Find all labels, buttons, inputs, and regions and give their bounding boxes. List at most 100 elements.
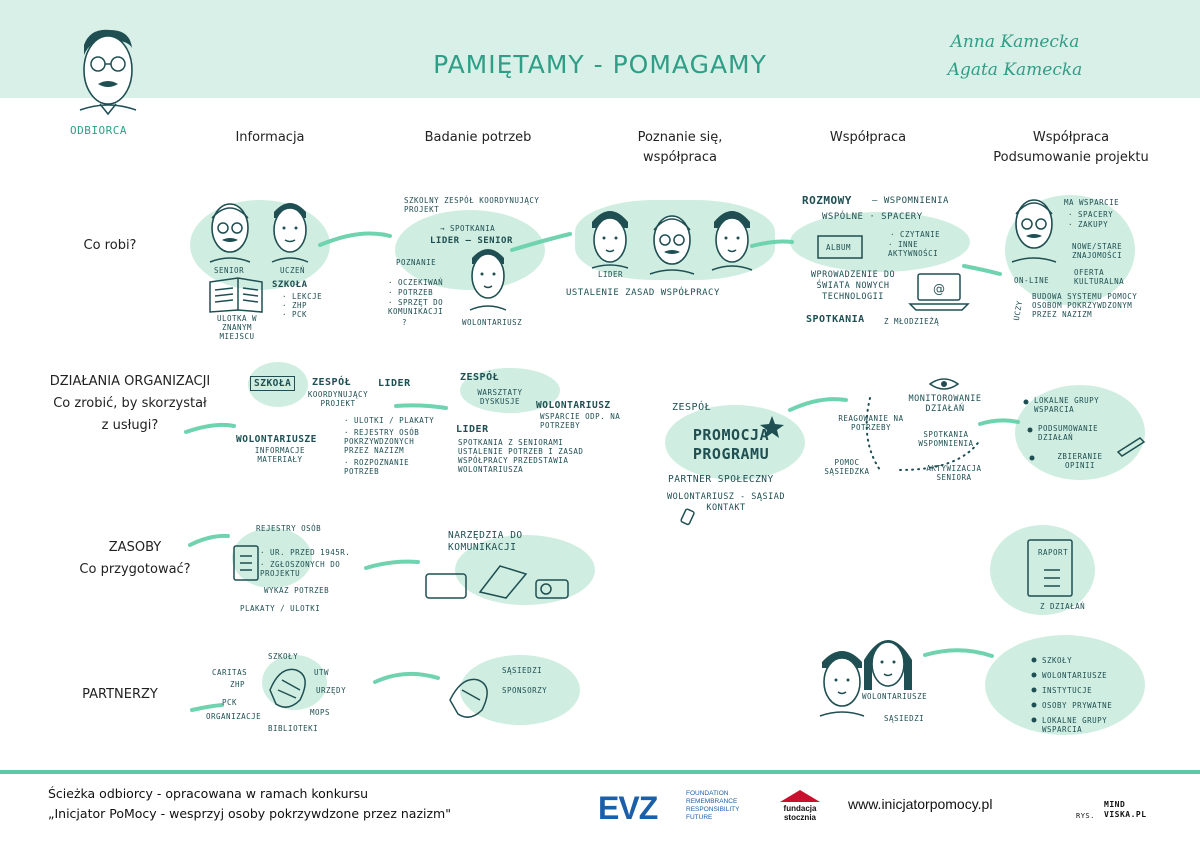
row4-volunteers: WOLONTARIUSZE bbox=[862, 692, 928, 701]
workshops-label: WARSZTATY DYSKUSJE bbox=[477, 388, 523, 406]
row4-list-1: SZKOŁY bbox=[1042, 656, 1073, 665]
recipient-face-icon bbox=[79, 29, 137, 116]
local-groups-label: LOKALNE GRUPY WSPARCIA bbox=[1034, 396, 1100, 414]
talks-label: ROZMOWY bbox=[802, 194, 852, 207]
arrow-2 bbox=[510, 232, 572, 252]
monitoring-label: MONITOROWANIE DZIAŁAŃ bbox=[908, 394, 982, 414]
other-activities-label: · INNE AKTYWNOŚCI bbox=[888, 240, 939, 258]
intro-tech-label: WPROWADZENIE DO ŚWIATA NOWYCH TECHNOLOGI… bbox=[810, 270, 896, 302]
meetings-memories-label: SPOTKANIA WSPOMNIENIA bbox=[918, 430, 974, 448]
volunteer-face-icon-3 bbox=[819, 651, 865, 717]
coordinating-label: KOORDYNUJĄCY PROJEKT bbox=[307, 390, 369, 408]
stocznia-label: fundacja stocznia bbox=[783, 804, 817, 822]
reacting-label: REAGOWANIE NA POTRZEBY bbox=[838, 414, 904, 432]
column-header-podsumowanie: Współpraca Podsumowanie projektu bbox=[993, 130, 1149, 165]
neighbor-face-icon bbox=[864, 640, 912, 690]
memories-label: — WSPOMNIENIA bbox=[872, 196, 949, 206]
partner-sponsors: SPONSORZY bbox=[502, 686, 548, 695]
recipient-label: ODBIORCA bbox=[70, 124, 127, 137]
partner-caritas: CARITAS bbox=[212, 668, 248, 677]
team-label-2: ZESPÓŁ bbox=[460, 372, 500, 383]
partner-organizations: ORGANIZACJE bbox=[206, 712, 262, 721]
website-link[interactable]: www.inicjatorpomocy.pl bbox=[848, 796, 993, 812]
poznanie-item-3: · SPRZĘT DO KOMUNIKACJI bbox=[388, 298, 444, 316]
arrow-13 bbox=[923, 648, 994, 658]
blob-row3-narzedzia bbox=[455, 535, 595, 605]
system-label: BUDOWA SYSTEMU POMOCY OSOBOM POKRZYWDZON… bbox=[1032, 292, 1138, 319]
star-icon bbox=[760, 416, 784, 438]
summary-label: PODSUMOWANIE DZIAŁAŃ bbox=[1038, 424, 1099, 442]
column-header-informacja: Informacja bbox=[235, 130, 305, 145]
row4-list-4: OSOBY PRYWATNE bbox=[1042, 701, 1113, 710]
neighbor-help-label: POMOC SĄSIEDZKA bbox=[824, 458, 870, 476]
partner-utw: UTW bbox=[314, 668, 330, 677]
senior-face-icon-3 bbox=[1011, 199, 1057, 263]
opinions-label: ZBIERANIE OPINII bbox=[1057, 452, 1103, 470]
arrow-6 bbox=[394, 403, 448, 410]
partner-zhp: ZHP bbox=[230, 680, 246, 689]
school-item-3: · PCK bbox=[282, 310, 308, 319]
blob-row1-wspolpraca bbox=[790, 212, 970, 272]
newspaper-icon bbox=[209, 277, 263, 313]
row-label-dzialania-3: z usługi? bbox=[101, 418, 159, 433]
leader-label-3: LIDER bbox=[456, 424, 489, 435]
poznanie-label: POZNANIE bbox=[396, 258, 437, 267]
poznanie-item-4: ? bbox=[402, 318, 408, 327]
arrow-3 bbox=[750, 239, 794, 248]
handshake-icon bbox=[269, 668, 306, 708]
footer-line-1: Ścieżka odbiorcy - opracowana w ramach k… bbox=[48, 786, 369, 801]
row-label-dzialania: DZIAŁANIA ORGANIZACJI bbox=[49, 374, 211, 389]
arrow-1 bbox=[318, 231, 392, 247]
footer-divider bbox=[0, 770, 1200, 774]
registers-item: · REJESTRY OSÓB POKRZYWDZONYCH PRZEZ NAZ… bbox=[344, 428, 420, 455]
partner-mops: MOPS bbox=[310, 708, 331, 717]
evz-sub-4: FUTURE bbox=[686, 814, 713, 821]
support-needs-label: WSPARCIE ODP. NA POTRZEBY bbox=[540, 412, 621, 430]
arrow-10 bbox=[364, 559, 420, 570]
student-label: UCZEŃ bbox=[280, 266, 306, 275]
dotted-cycle bbox=[865, 397, 981, 471]
arrow-4 bbox=[962, 264, 1002, 276]
evz-sub-2: REMEMBRANCE bbox=[686, 798, 738, 805]
row-label-dzialania-2: Co zrobić, by skorzystał bbox=[53, 396, 207, 411]
clipboard-icon bbox=[233, 545, 259, 581]
culture-offer-label: OFERTA KULTURALNA bbox=[1074, 268, 1125, 286]
school-label: SZKOŁA bbox=[272, 280, 308, 290]
album-label: ALBUM bbox=[826, 243, 852, 252]
footer-line-2: „Inicjator PoMocy - wesprzyj osoby pokrz… bbox=[48, 806, 451, 821]
arrow-7 bbox=[788, 397, 848, 412]
meetings-label: → SPOTKANIA bbox=[440, 224, 496, 233]
leaflet-label: ULOTKA W ZNANYM MIEJSCU bbox=[216, 314, 258, 341]
leader-label-2: LIDER bbox=[378, 378, 411, 389]
team-label-3: ZESPÓŁ bbox=[672, 402, 712, 413]
author-2: Agata Kamecka bbox=[947, 60, 1083, 80]
report-icon bbox=[1027, 539, 1073, 597]
tablet-icon bbox=[425, 573, 467, 599]
partner-neighbors: SĄSIEDZI bbox=[502, 666, 543, 675]
tools-label: NARZĘDZIA DO KOMUNIKACJI bbox=[448, 530, 523, 553]
blob-row1-badanie bbox=[395, 210, 545, 290]
author-1: Anna Kamecka bbox=[950, 32, 1080, 52]
row-label-partnerzy: PARTNERZY bbox=[82, 687, 158, 702]
school-item-1: · LEKCJE bbox=[282, 292, 323, 301]
meetings-youth-label: SPOTKANIA bbox=[806, 314, 865, 325]
column-header-badanie: Badanie potrzeb bbox=[424, 130, 532, 145]
pen-icon bbox=[1116, 437, 1146, 457]
support-item-2: · ZAKUPY bbox=[1068, 220, 1109, 229]
poznanie-item-2: · POTRZEB bbox=[388, 288, 434, 297]
eye-icon bbox=[928, 378, 960, 390]
volunteer-face-icon-2 bbox=[711, 211, 753, 271]
blob-row4-sasiedzi bbox=[460, 655, 580, 725]
senior-face-icon-2 bbox=[649, 215, 695, 275]
evz-sub-3: RESPONSIBILITY bbox=[686, 806, 740, 813]
ebook-icon bbox=[478, 565, 528, 599]
posters-label: PLAKATY / ULOTKI bbox=[240, 604, 321, 613]
needs-list-label: WYKAZ POTRZEB bbox=[264, 586, 330, 595]
album-icon bbox=[817, 235, 863, 259]
online-label: ON-LINE bbox=[1014, 276, 1050, 285]
column-header-poznanie: Poznanie się, współpraca bbox=[637, 130, 723, 165]
arrow-11 bbox=[190, 703, 224, 712]
partner-pck: PCK bbox=[222, 698, 238, 707]
arrow-12 bbox=[373, 671, 440, 684]
